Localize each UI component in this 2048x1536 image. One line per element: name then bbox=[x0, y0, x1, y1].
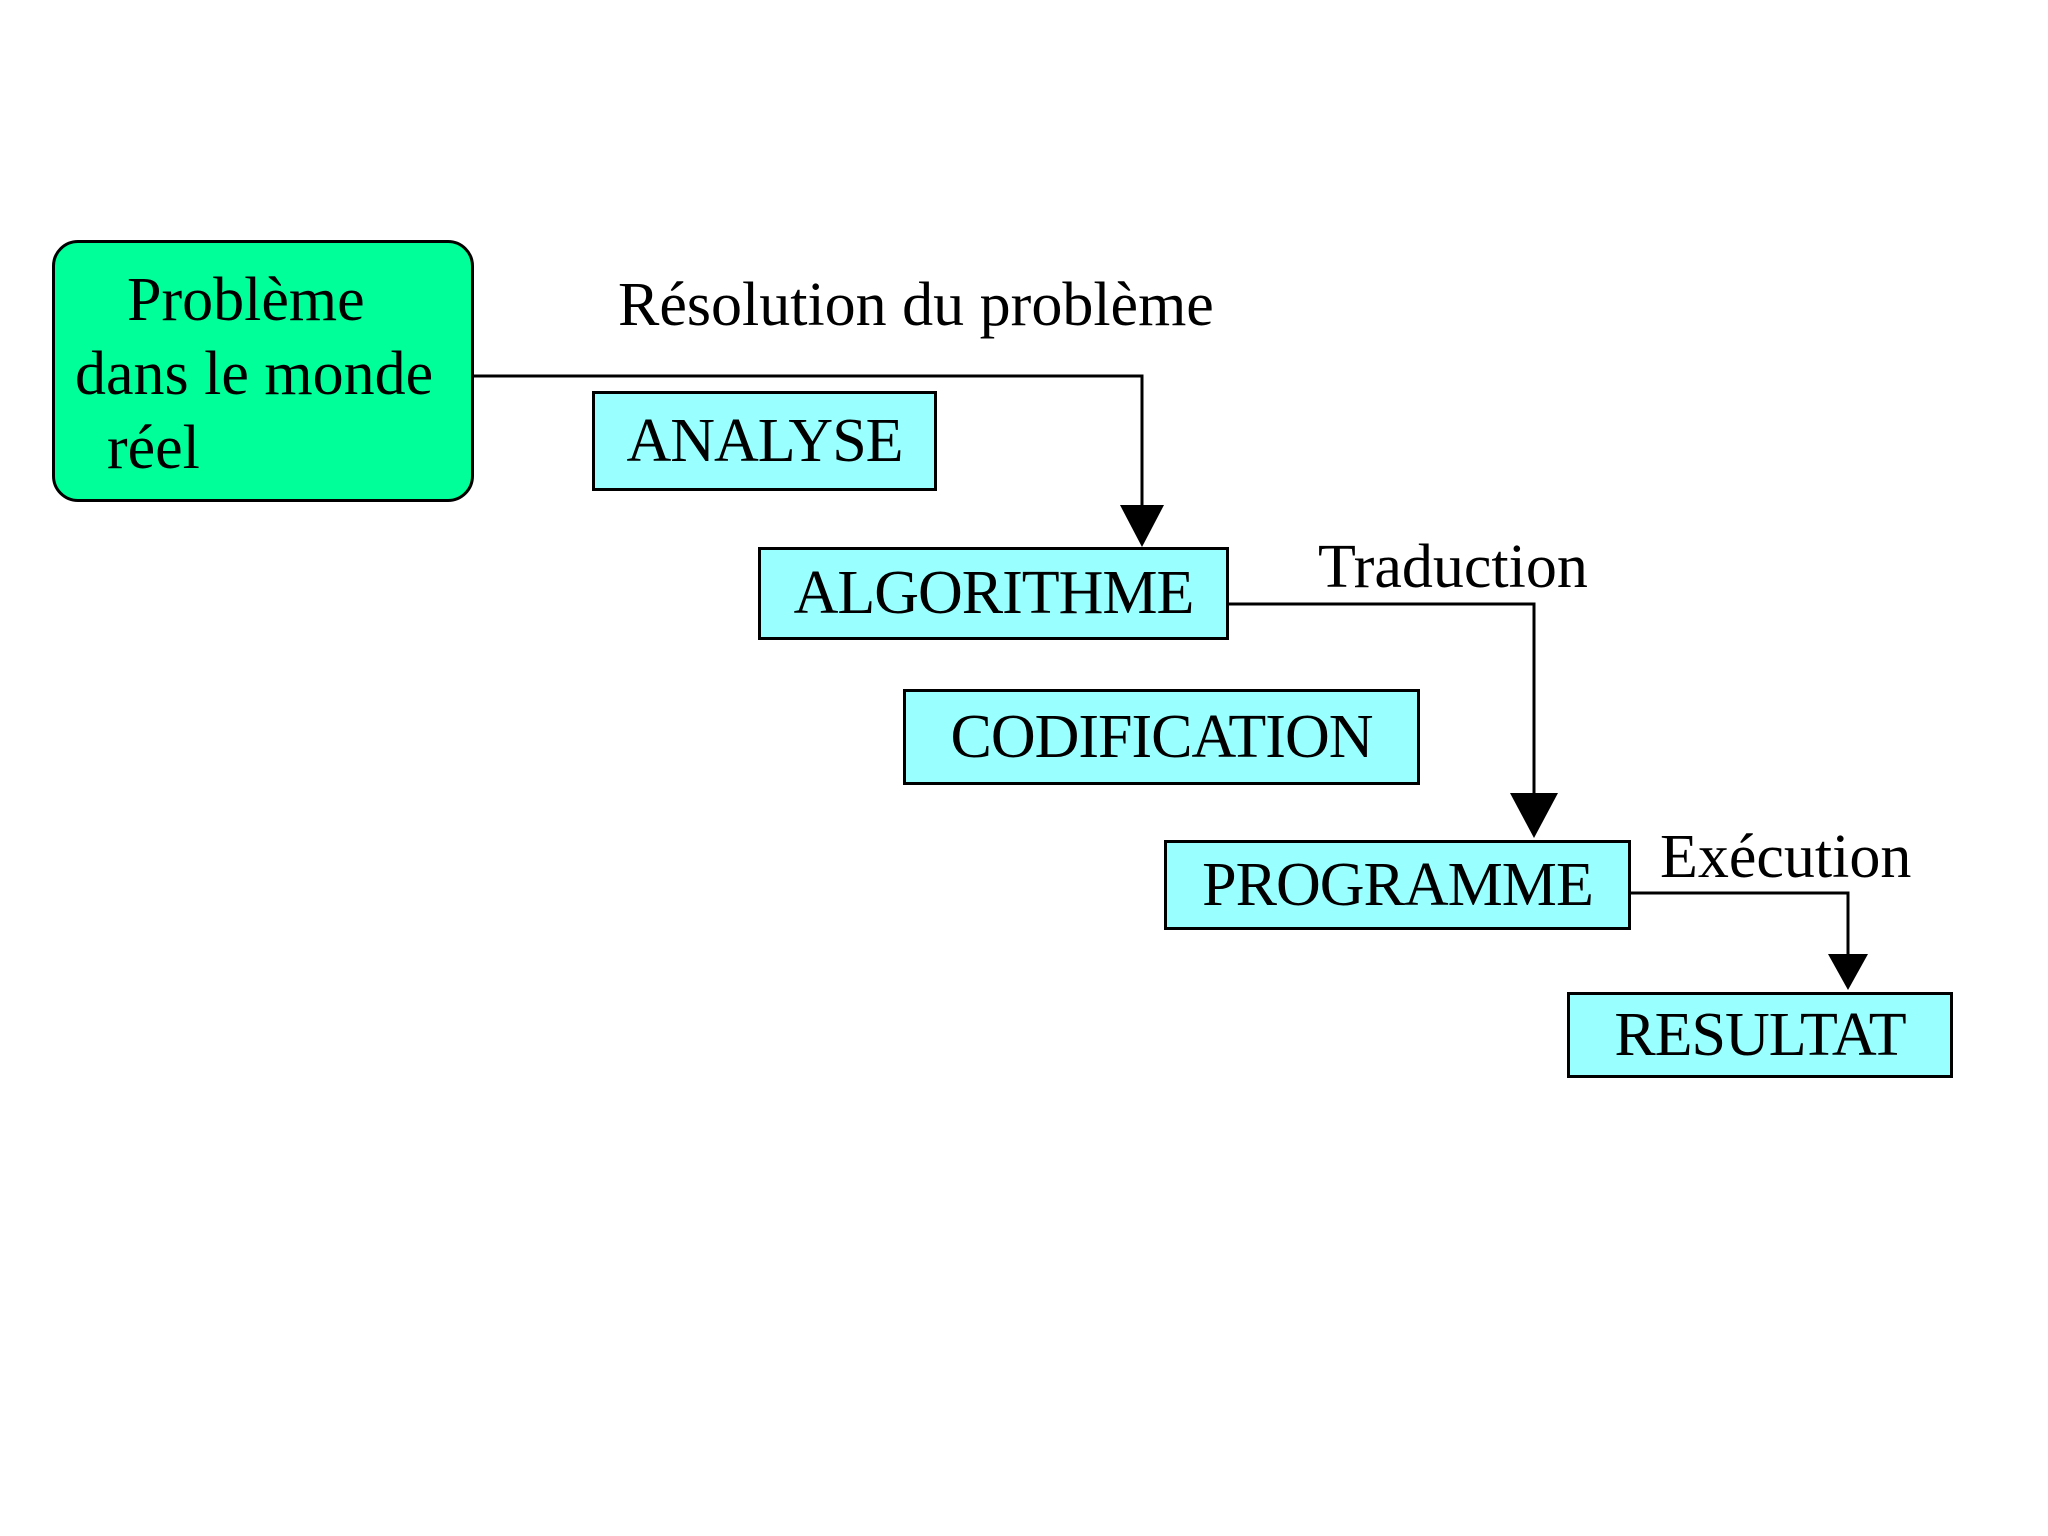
algorithme-box: ALGORITHME bbox=[758, 547, 1229, 640]
problem-line-3: réel bbox=[107, 414, 200, 482]
algorithme-label: ALGORITHME bbox=[793, 559, 1195, 627]
programme-box: PROGRAMME bbox=[1164, 840, 1631, 930]
arrowhead-down-icon bbox=[1510, 793, 1558, 838]
edge-programme-to-resultat bbox=[1631, 891, 1850, 960]
analyse-box: ANALYSE bbox=[592, 391, 937, 491]
resultat-label: RESULTAT bbox=[1614, 1000, 1906, 1069]
edge-label-execution: Exécution bbox=[1660, 823, 1912, 891]
problem-line-1: Problème bbox=[127, 266, 365, 334]
codification-box: CODIFICATION bbox=[903, 689, 1420, 785]
arrowhead-down-icon bbox=[1120, 505, 1164, 547]
edge-label-traduction: Traduction bbox=[1318, 533, 1588, 601]
problem-real-world-box: Problème dans le monde réel bbox=[52, 240, 474, 502]
analyse-label: ANALYSE bbox=[626, 406, 903, 475]
edge-label-resolution: Résolution du problème bbox=[618, 271, 1214, 339]
resultat-box: RESULTAT bbox=[1567, 992, 1953, 1078]
programme-label: PROGRAMME bbox=[1202, 850, 1594, 919]
arrowhead-down-icon bbox=[1828, 954, 1868, 990]
problem-line-2: dans le monde bbox=[75, 340, 434, 408]
edge-algorithme-to-programme bbox=[1229, 602, 1536, 800]
edge-problem-to-algorithme bbox=[474, 374, 1144, 520]
codification-label: CODIFICATION bbox=[950, 702, 1374, 771]
